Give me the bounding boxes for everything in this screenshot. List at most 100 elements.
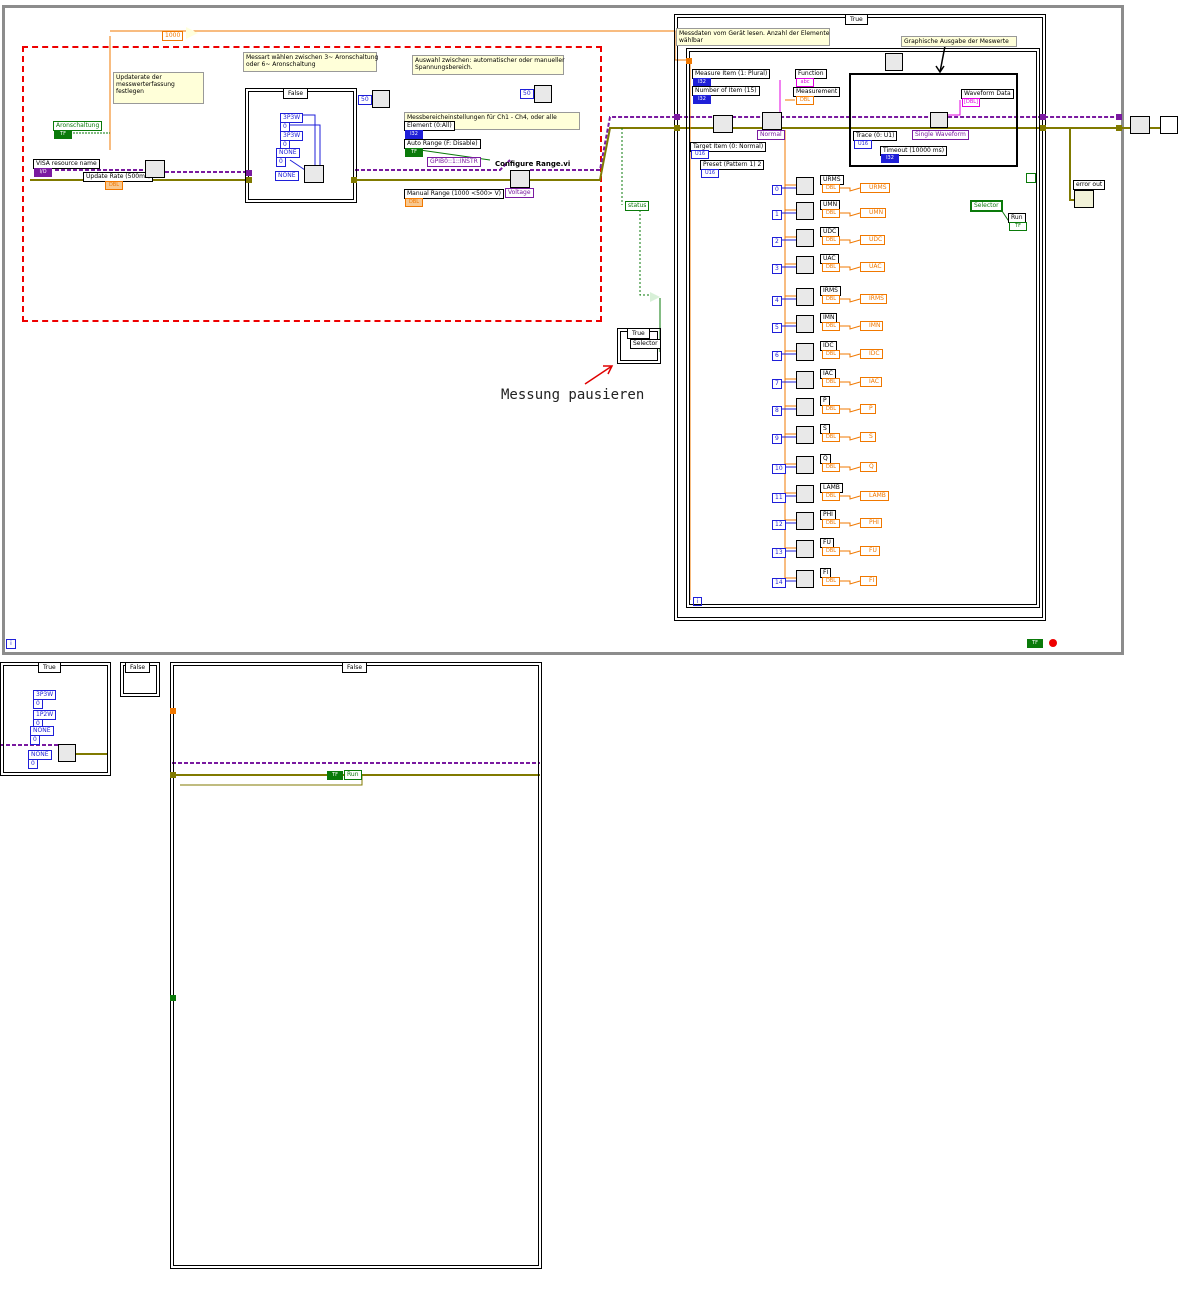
measurement-indicator: P — [860, 404, 876, 414]
trace-terminal[interactable]: U16 — [854, 140, 872, 149]
index-array-icon — [796, 426, 814, 444]
measurement-index: 9 — [772, 434, 782, 444]
measurement-value-terminal[interactable]: DBL — [822, 519, 840, 528]
fpga-icon[interactable] — [885, 53, 903, 71]
update-rate-terminal[interactable]: DBL — [105, 181, 123, 190]
measurement-indicator: Q — [860, 462, 877, 472]
measurement-index: 7 — [772, 379, 782, 389]
normal-enum[interactable]: Normal — [757, 130, 785, 140]
bottom-true-selector[interactable]: True — [38, 662, 61, 673]
value-wire — [840, 239, 861, 244]
index-array-icon — [796, 343, 814, 361]
initialize-vi-icon[interactable] — [145, 160, 165, 178]
num-bottom-0: 0 — [33, 699, 43, 709]
measurement-value-terminal[interactable]: DBL — [822, 405, 840, 414]
enum-top-1: 3P3W — [280, 131, 304, 141]
tunnel — [246, 170, 252, 176]
measurement-value-terminal[interactable]: DBL — [822, 184, 840, 193]
value-wire — [840, 580, 861, 585]
stop-icon — [1049, 639, 1057, 647]
wait-ms-icon-b[interactable] — [534, 85, 552, 103]
index-array-icon — [796, 229, 814, 247]
measurement-index: 0 — [772, 185, 782, 195]
measurement-value-terminal[interactable]: DBL — [822, 236, 840, 245]
read-case-selector[interactable]: True — [845, 14, 868, 25]
tunnel — [1116, 114, 1122, 120]
enum-bottom-2: NONE — [30, 726, 54, 736]
waveform-data-terminal[interactable]: [DBL] — [962, 98, 980, 107]
visa-resource-terminal[interactable]: I/O — [34, 168, 52, 177]
measurement-index: 8 — [772, 406, 782, 416]
measurement-indicator: URMS — [860, 183, 890, 193]
wiring-config-vi-icon-bottom[interactable] — [58, 744, 76, 762]
run-terminal[interactable]: TF — [1009, 222, 1027, 231]
measurement-indicator: S — [860, 432, 876, 442]
index-array-icon — [796, 485, 814, 503]
target-item-terminal[interactable]: U16 — [691, 150, 709, 159]
wiring-config-vi-icon[interactable] — [304, 165, 324, 183]
tunnel — [170, 995, 176, 1001]
mode-case-structure — [245, 88, 357, 203]
configure-range-vi-icon[interactable] — [510, 170, 530, 188]
preset-terminal[interactable]: U16 — [701, 169, 719, 178]
number-of-item-terminal[interactable]: I32 — [693, 95, 711, 104]
measurement-value-terminal[interactable]: DBL — [822, 378, 840, 387]
auto-range-terminal[interactable]: TF — [405, 148, 423, 157]
mode-case-selector[interactable]: False — [283, 88, 309, 99]
tunnel — [170, 772, 176, 778]
tunnel — [170, 708, 176, 714]
read-waveform-vi-icon[interactable] — [930, 112, 948, 128]
measurement-value-terminal[interactable]: DBL — [822, 547, 840, 556]
error-handler-vi-icon[interactable] — [1160, 116, 1178, 134]
bottom-run-bool[interactable]: TF — [327, 771, 343, 780]
read-vi-icon-b[interactable] — [762, 112, 782, 130]
measurement-value-terminal[interactable]: DBL — [822, 263, 840, 272]
enum-top-3: NONE — [275, 171, 299, 181]
not-gate-icon — [650, 292, 660, 302]
measurement-value-terminal[interactable]: DBL — [822, 295, 840, 304]
num-top-2: 0 — [276, 157, 286, 167]
num-bottom-2: 0 — [30, 735, 40, 745]
aronschaltung-label: Aronschaltung — [53, 121, 103, 131]
bottom-false-small-selector[interactable]: False — [125, 662, 151, 673]
measurement-indicator: UMN — [860, 208, 887, 218]
wait-ms-icon-a[interactable] — [372, 90, 390, 108]
manual-range-terminal[interactable]: DBL — [405, 198, 423, 207]
close-vi-icon[interactable] — [1130, 116, 1150, 134]
const-1000[interactable]: 1000 — [162, 31, 184, 41]
value-wire — [840, 466, 861, 471]
aronschaltung-terminal[interactable]: TF — [54, 130, 72, 139]
measurement-value-terminal[interactable]: DBL — [822, 463, 840, 472]
measurement-indicator: LAMB — [860, 491, 889, 501]
read-data-note: Messdaten vom Gerät lesen. Anzahl der El… — [676, 28, 830, 46]
bottom-false-big-selector[interactable]: False — [342, 662, 368, 673]
value-wire — [840, 212, 861, 217]
measurement-value-terminal[interactable]: DBL — [822, 492, 840, 501]
single-waveform-enum[interactable]: Single Waveform — [912, 130, 969, 140]
stop-terminal[interactable]: TF — [1027, 639, 1043, 648]
value-wire — [840, 298, 861, 303]
tunnel — [351, 177, 357, 183]
read-vi-icon-a[interactable] — [713, 115, 733, 133]
inner-while-loop — [686, 48, 1040, 608]
measurement-value-terminal[interactable]: DBL — [822, 322, 840, 331]
enum-bottom-1: 1P2W — [33, 710, 57, 720]
measurement-value-terminal[interactable]: DBL — [822, 209, 840, 218]
measurement-terminal[interactable]: DBL — [796, 96, 814, 105]
const-50-b[interactable]: 50 — [520, 89, 534, 99]
measurement-indicator: IRMS — [860, 294, 887, 304]
const-50-a[interactable]: 50 — [358, 95, 372, 105]
measurement-value-terminal[interactable]: DBL — [822, 577, 840, 586]
function-terminal[interactable]: abc — [796, 78, 814, 87]
timeout-terminal[interactable]: I32 — [881, 154, 899, 163]
measurement-value-terminal[interactable]: DBL — [822, 433, 840, 442]
voltage-enum[interactable]: Voltage — [505, 188, 534, 198]
selector-local: Selector — [970, 200, 1003, 212]
auto-range-label: Auto Range (F: Disable) — [404, 139, 481, 149]
tunnel — [674, 114, 680, 120]
measurement-value-terminal[interactable]: DBL — [822, 350, 840, 359]
graph-output-note: Graphische Ausgabe der Meswerte — [901, 36, 1017, 47]
element-terminal[interactable]: I32 — [405, 130, 423, 139]
pause-case-selector[interactable]: True — [627, 328, 650, 339]
visa-constant[interactable]: GPIB0::1::INSTR — [427, 157, 481, 167]
